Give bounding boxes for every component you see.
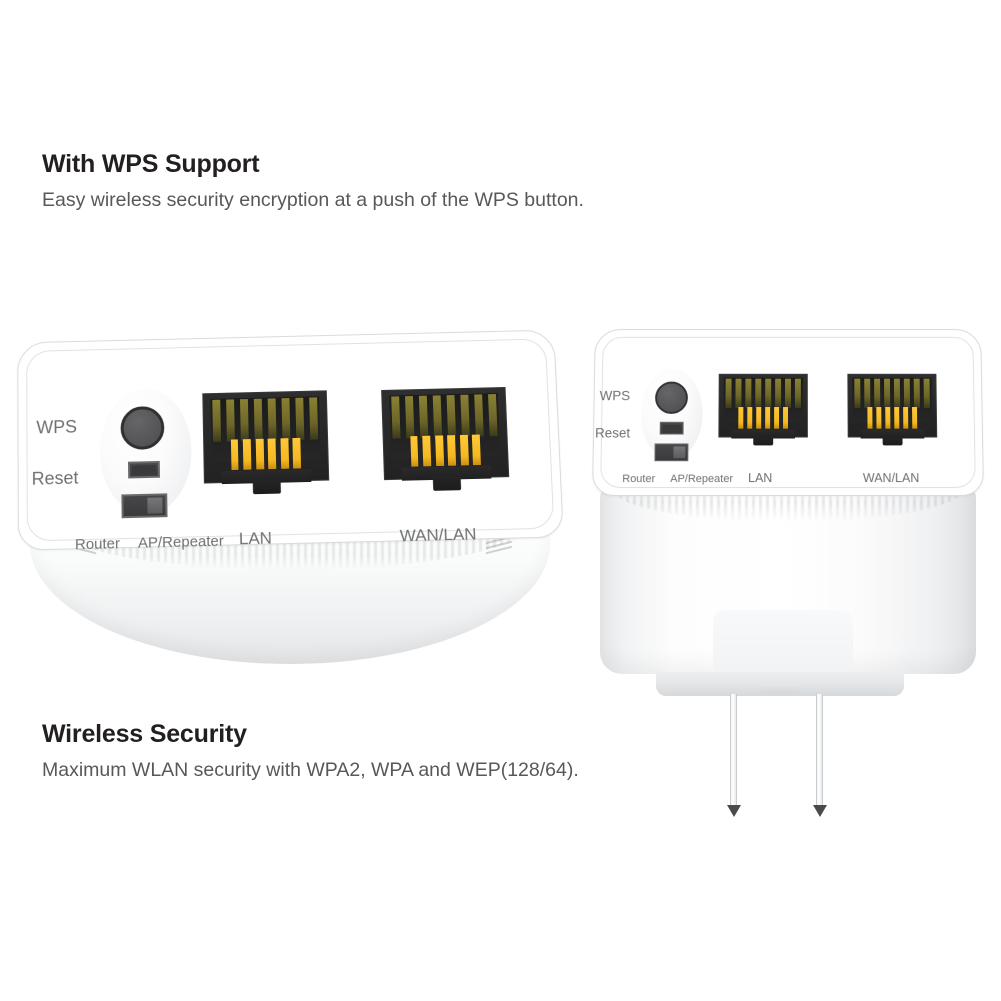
port-upper-pins <box>212 397 319 442</box>
feature-title-wps-support: With WPS Support <box>42 150 260 178</box>
port-lower-pins <box>738 406 789 429</box>
reset-label-left: Reset <box>31 467 79 489</box>
reset-button-right[interactable] <box>659 421 684 435</box>
mode-ap-repeater-label-left: AP/Repeater <box>137 532 224 552</box>
port-upper-pins <box>854 378 930 409</box>
lan-port-label-left: LAN <box>238 528 273 549</box>
device-image-full-unit: WPS Reset Router AP/Repeater LAN WAN/LAN <box>578 322 990 806</box>
device-bottom-panel-right <box>713 610 853 672</box>
port-lower-pins <box>230 437 302 471</box>
feature-block-wps-support: With WPS Support Easy wireless security … <box>42 152 584 211</box>
device-top-face-left: WPS Reset Router AP/Repeater LAN WAN/LAN <box>17 329 564 554</box>
device-top-face-right: WPS Reset Router AP/Repeater LAN WAN/LAN <box>592 329 984 496</box>
feature-description-wps-support: Easy wireless security encryption at a p… <box>42 189 584 211</box>
mode-switch-knob-right <box>673 446 686 459</box>
port-notch <box>252 479 281 495</box>
lan-port-right[interactable] <box>718 373 808 446</box>
feature-block-wireless-security: Wireless Security Maximum WLAN security … <box>42 722 579 781</box>
mode-switch-knob-left <box>146 497 163 514</box>
wps-button-right[interactable] <box>654 381 689 414</box>
mode-router-label-left: Router <box>74 535 121 554</box>
feature-title-wireless-security: Wireless Security <box>42 720 247 748</box>
wps-label-right: WPS <box>599 388 631 404</box>
feature-description-wireless-security: Maximum WLAN security with WPA2, WPA and… <box>42 759 579 781</box>
wps-label-left: WPS <box>36 416 78 438</box>
plug-prong-right <box>816 694 823 806</box>
port-notch <box>432 476 461 491</box>
reset-label-right: Reset <box>594 425 631 441</box>
plug-prong-left <box>730 694 737 806</box>
port-upper-pins <box>391 394 498 439</box>
plug-base-right <box>656 672 904 696</box>
port-notch <box>753 436 773 446</box>
port-notch <box>882 436 903 446</box>
mode-router-label-right: Router <box>622 473 656 486</box>
mode-switch-left[interactable] <box>121 493 168 519</box>
port-lower-pins <box>867 406 918 429</box>
wan-lan-port-left[interactable] <box>381 386 510 491</box>
wan-lan-port-label-right: WAN/LAN <box>862 471 920 486</box>
device-image-top-face-closeup: WPS Reset Router AP/Repeater LAN WAN/LAN <box>8 318 574 664</box>
reset-button-left[interactable] <box>127 460 161 479</box>
wan-lan-port-right[interactable] <box>847 373 938 446</box>
port-lower-pins <box>410 434 482 467</box>
port-upper-pins <box>725 378 801 409</box>
wan-lan-port-label-left: WAN/LAN <box>399 524 477 546</box>
mode-ap-repeater-label-right: AP/Repeater <box>670 473 734 486</box>
mode-switch-right[interactable] <box>654 443 689 462</box>
lan-port-left[interactable] <box>202 390 330 495</box>
lan-port-label-right: LAN <box>748 471 773 486</box>
